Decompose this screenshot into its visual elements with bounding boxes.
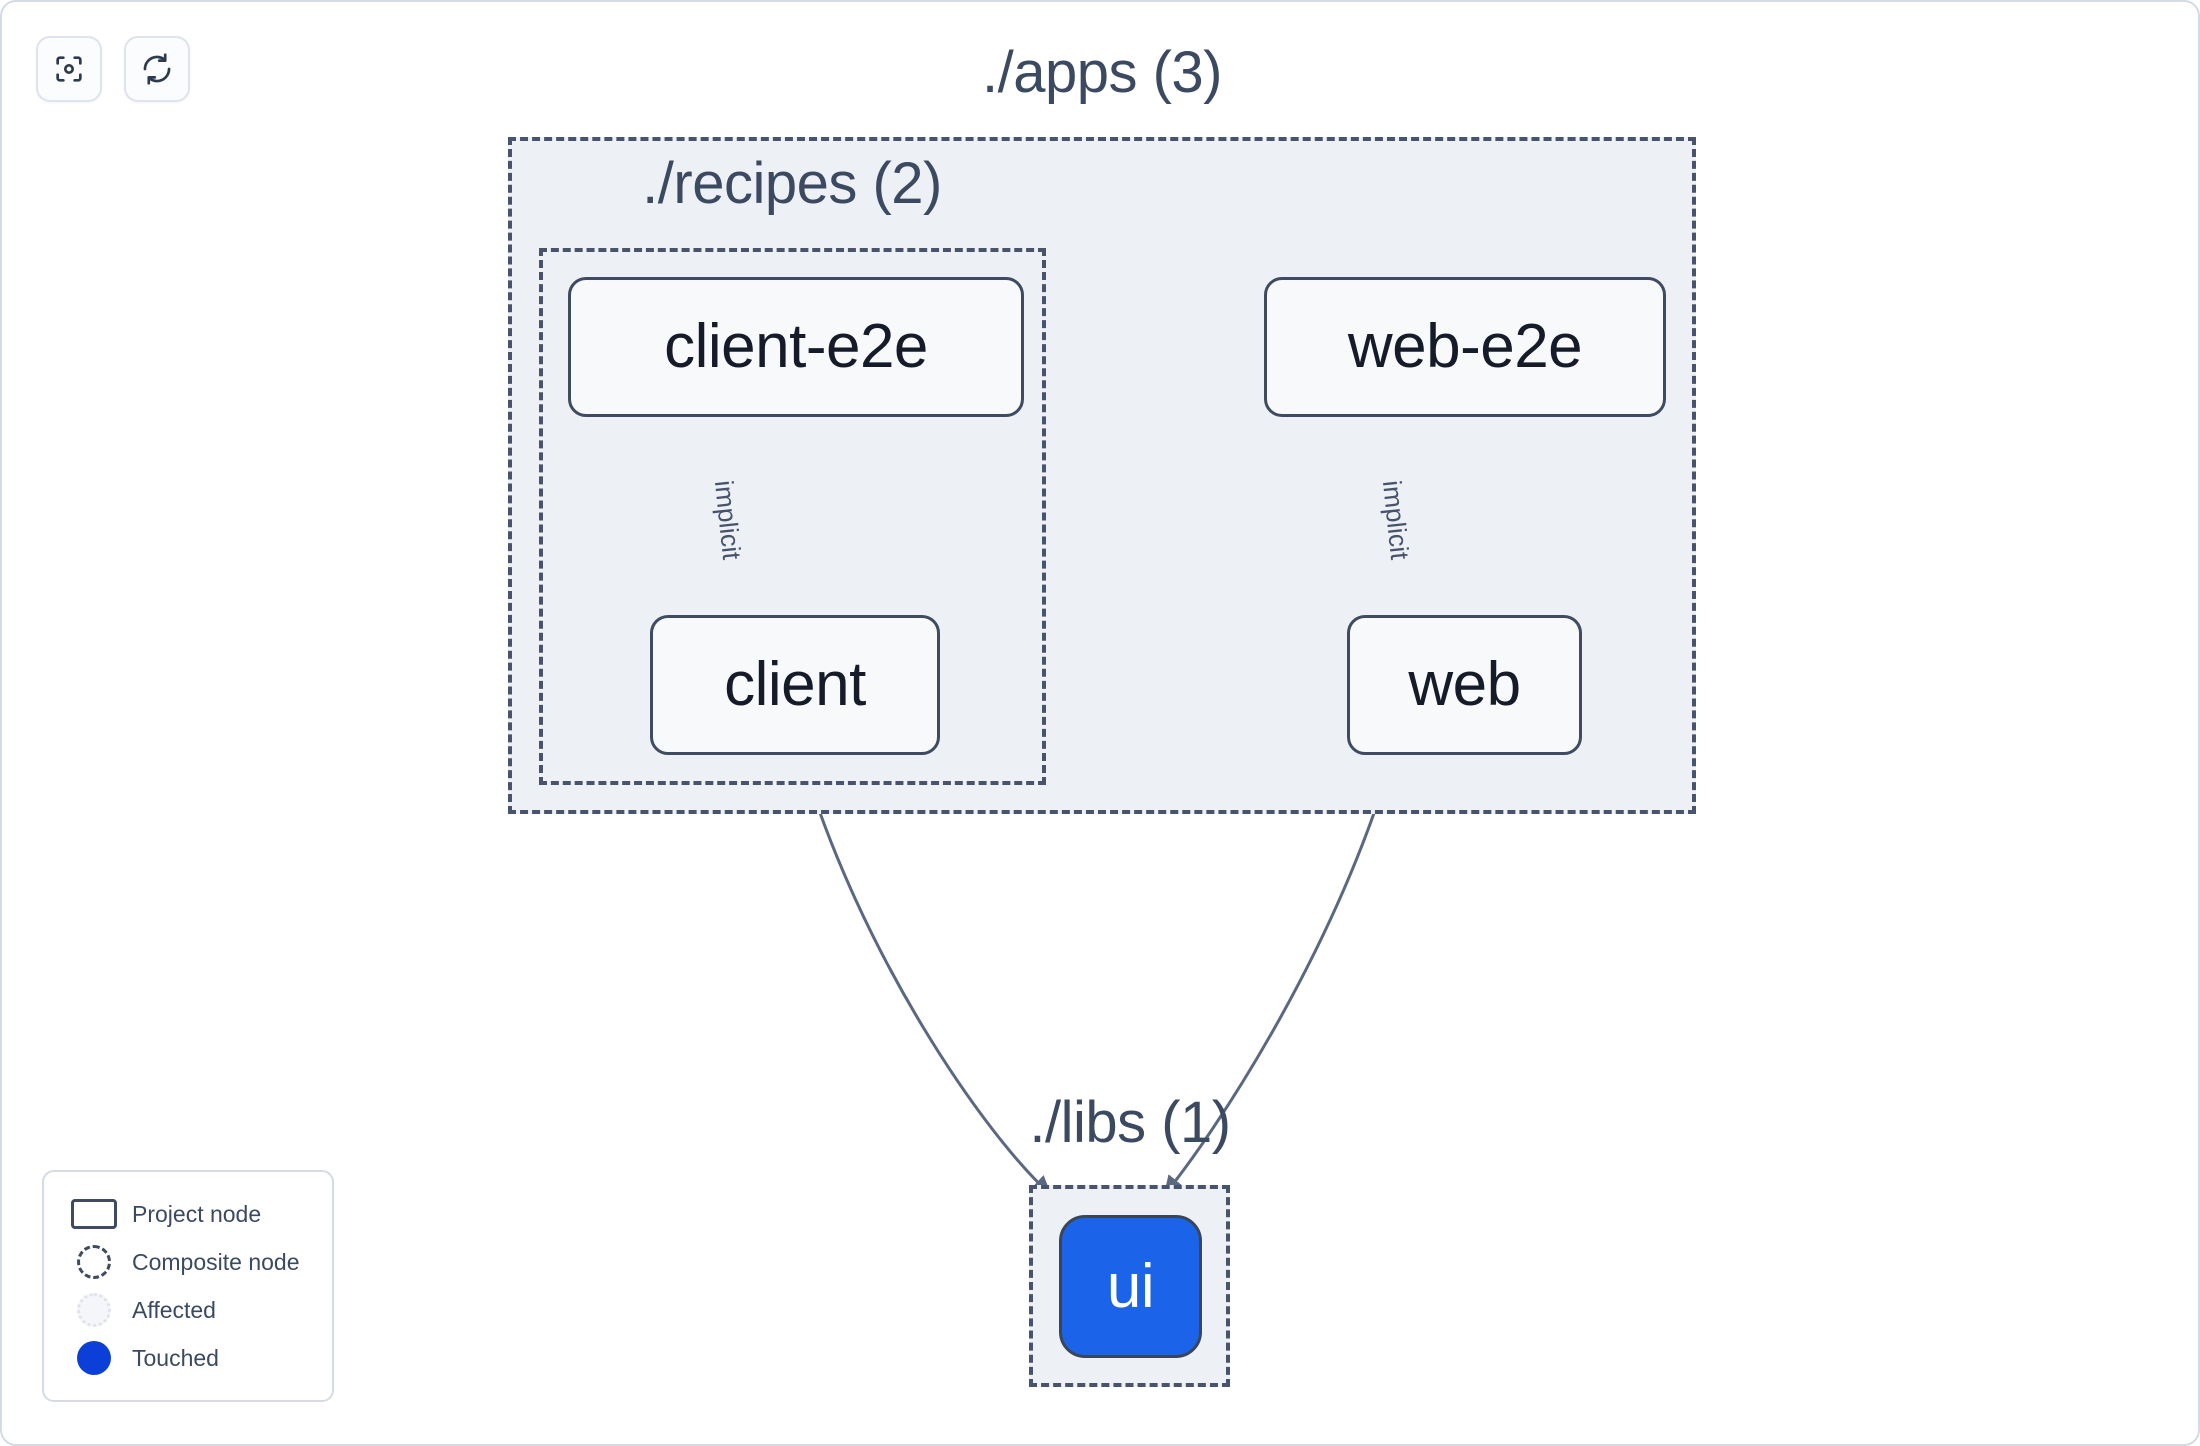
edge-client-to-ui — [800, 757, 1052, 1196]
affected-swatch-icon — [66, 1293, 122, 1327]
project-node-swatch-icon — [66, 1199, 122, 1229]
edge-web-to-ui — [1163, 757, 1394, 1196]
group-label-apps: ./apps (3) — [982, 40, 1223, 105]
legend-item-touched: Touched — [66, 1334, 312, 1382]
refresh-icon — [140, 52, 174, 86]
focus-target-icon — [52, 52, 86, 86]
group-label-recipes: ./recipes (2) — [642, 151, 942, 216]
legend-label-touched: Touched — [132, 1344, 219, 1371]
graph-legend: Project node Composite node Affected Tou… — [42, 1170, 334, 1402]
touched-swatch-icon — [66, 1341, 122, 1375]
refresh-graph-button[interactable] — [124, 36, 190, 102]
legend-item-composite-node: Composite node — [66, 1238, 312, 1286]
composite-node-swatch-icon — [66, 1245, 122, 1279]
legend-item-affected: Affected — [66, 1286, 312, 1334]
legend-item-project-node: Project node — [66, 1190, 312, 1238]
legend-label-affected: Affected — [132, 1296, 216, 1323]
focus-graph-button[interactable] — [36, 36, 102, 102]
project-node-web[interactable]: web — [1347, 615, 1582, 755]
project-node-client[interactable]: client — [650, 615, 940, 755]
legend-label-composite-node: Composite node — [132, 1248, 300, 1275]
group-label-libs: ./libs (1) — [1029, 1090, 1231, 1155]
legend-label-project-node: Project node — [132, 1200, 262, 1227]
project-node-web-e2e[interactable]: web-e2e — [1264, 277, 1666, 417]
project-node-client-e2e[interactable]: client-e2e — [568, 277, 1024, 417]
graph-toolbar — [36, 36, 190, 102]
project-node-ui[interactable]: ui — [1059, 1215, 1202, 1358]
